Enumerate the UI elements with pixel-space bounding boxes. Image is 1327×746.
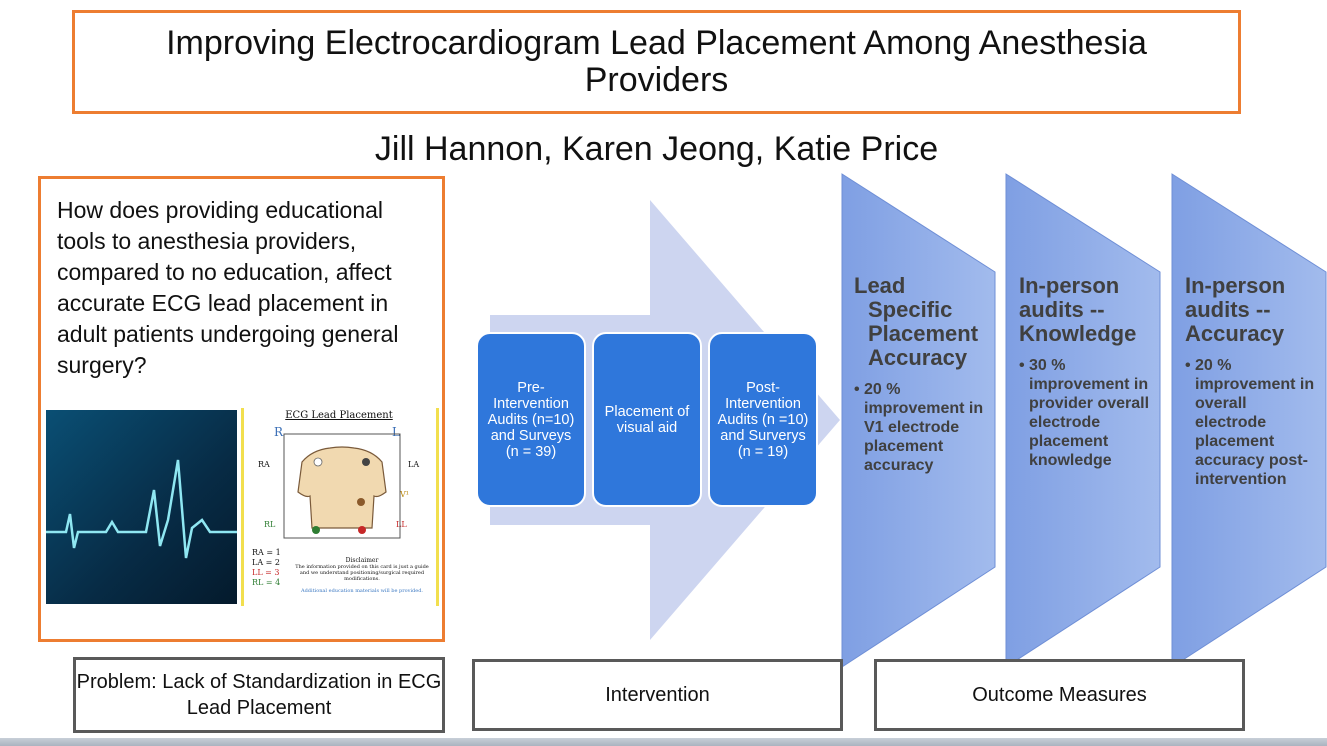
key-rl: RL = 4 [252,578,281,587]
bullet-icon: • [854,381,860,398]
process-step-pre-intervention: Pre-Intervention Audits (n=10) and Surve… [476,332,586,507]
ll-label: LL [396,520,407,529]
card-heading: ECG Lead Placement [285,410,393,421]
outcome-2: In-person audits -- Knowledge • 30 % imp… [1019,274,1154,470]
outcome-title: In-person audits -- Accuracy [1185,273,1286,346]
page-title: Improving Electrocardiogram Lead Placeme… [166,24,1147,99]
intervention-label-box: Intervention [472,659,843,731]
outcomes-label-box: Outcome Measures [874,659,1245,731]
rl-label: RL [264,520,276,529]
outcome-bullet-text: 20 % improvement in V1 electrode placeme… [864,381,984,474]
outcome-title: In-person audits -- Knowledge [1019,273,1137,346]
ecg-waveform-icon [46,459,237,559]
outcome-bullet: • 30 % improvement in provider overall e… [1019,356,1154,470]
title-box: Improving Electrocardiogram Lead Placeme… [72,10,1241,114]
outcome-bullet-text: 30 % improvement in provider overall ele… [1029,357,1150,469]
ra-label: RA [258,460,270,469]
process-step-label: Pre-Intervention Audits (n=10) and Surve… [487,379,575,460]
intervention-label: Intervention [605,684,710,706]
bullet-icon: • [1185,357,1191,374]
disclaimer: Disclaimer The information provided on t… [294,557,430,595]
left-label: L [392,425,400,439]
outcome-bullet: • 20 % improvement in overall electrode … [1185,356,1315,489]
outcome-1: Lead Specific Placement Accuracy • 20 % … [854,274,984,475]
process-step-visual-aid: Placement of visual aid [592,332,702,507]
disclaimer-text: The information provided on this card is… [295,564,429,582]
process-step-label: Placement of visual aid [604,403,690,436]
outcome-bullet-text: 20 % improvement in overall electrode pl… [1195,357,1315,488]
outcome-shapes [841,173,1327,668]
outcome-shape-2 [1005,173,1161,668]
bottom-divider [0,738,1327,746]
question-box: How does providing educational tools to … [38,176,445,642]
process-step-post-intervention: Post-Intervention Audits (n =10) and Sur… [708,332,818,507]
bullet-icon: • [1019,357,1025,374]
disclaimer-extra: Additional education materials will be p… [300,588,423,594]
key-ll: LL = 3 [252,568,280,577]
outcome-shape-3 [1171,173,1327,668]
outcome-bullet: • 20 % improvement in V1 electrode place… [854,380,984,475]
right-label: R [274,425,284,439]
v1-label: V¹ [400,490,409,499]
problem-label: Problem: Lack of Standardization in ECG … [76,671,442,719]
process-step-label: Post-Intervention Audits (n =10) and Sur… [717,379,809,460]
key-la: LA = 2 [252,558,280,567]
outcomes-label: Outcome Measures [972,684,1147,706]
problem-label-box: Problem: Lack of Standardization in ECG … [73,657,445,733]
disclaimer-title: Disclaimer [345,557,379,564]
la-label: LA [408,460,420,469]
torso-icon [283,433,401,539]
outcome-shape-1 [841,173,996,668]
ecg-waveform-image [46,410,237,604]
outcome-title: Lead Specific Placement Accuracy [854,273,979,370]
authors: Jill Hannon, Karen Jeong, Katie Price [374,130,939,168]
research-question: How does providing educational tools to … [57,197,399,378]
ecg-lead-placement-card: ECG Lead Placement R L RA LA V¹ RL LL RA… [241,408,439,606]
lead-key: RA = 1 LA = 2 LL = 3 RL = 4 [252,548,281,588]
outcome-3: In-person audits -- Accuracy • 20 % impr… [1185,274,1315,489]
key-ra: RA = 1 [252,548,281,557]
